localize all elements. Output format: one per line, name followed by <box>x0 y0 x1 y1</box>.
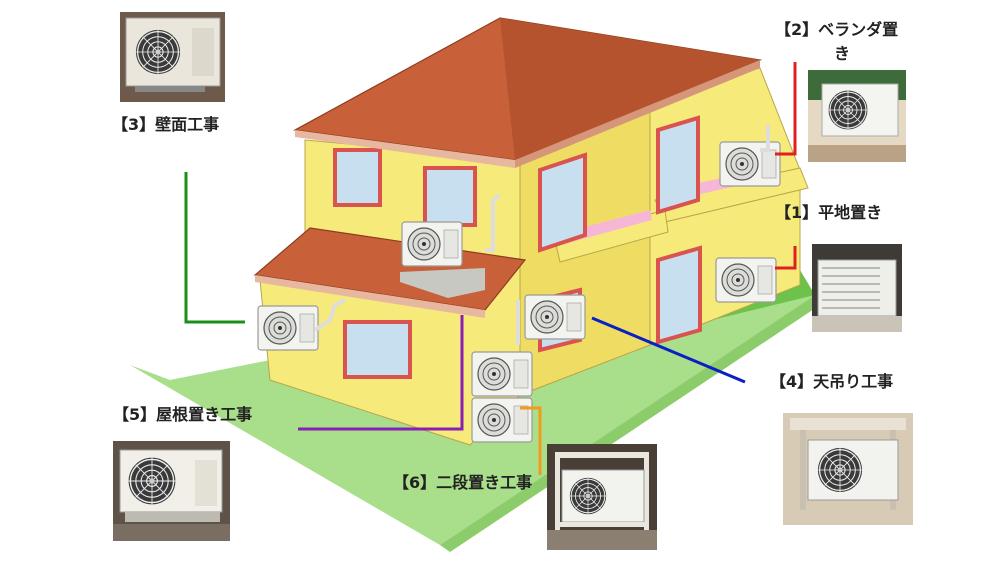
photo-ceiling-hang <box>783 413 913 525</box>
label-2-veranda-line1: 【2】ベランダ置 <box>775 20 899 39</box>
pipes <box>313 125 770 345</box>
outdoor-unit-ceiling <box>524 294 586 340</box>
label-6-stacked: 【6】二段置き工事 <box>393 473 533 492</box>
photo-veranda <box>808 70 906 162</box>
leader-line-5 <box>298 315 464 431</box>
outdoor-unit-balcony <box>719 141 781 187</box>
label-4-ceiling-hang: 【4】天吊り工事 <box>770 372 894 391</box>
leader-line-1 <box>775 246 797 270</box>
leader-line-2 <box>775 62 797 156</box>
label-3-wall-work: 【3】壁面工事 <box>112 115 220 134</box>
photo-stacked <box>547 444 657 550</box>
outdoor-unit-roof <box>400 221 485 298</box>
photo-roof-mount <box>113 441 230 541</box>
photo-wall-mount <box>120 12 225 102</box>
leader-line-6 <box>520 406 542 475</box>
leader-line-4 <box>591 316 746 384</box>
label-5-roof: 【5】屋根置き工事 <box>113 405 253 424</box>
label-1-ground: 【1】平地置き <box>775 203 883 222</box>
outdoor-unit-wall <box>257 305 319 351</box>
photo-ground <box>812 244 902 332</box>
leader-line-3 <box>184 172 245 324</box>
main-roof <box>293 17 763 168</box>
outdoor-unit-ground <box>715 257 777 303</box>
ground-edge <box>440 295 820 552</box>
label-2-veranda-line2: き <box>834 44 851 63</box>
